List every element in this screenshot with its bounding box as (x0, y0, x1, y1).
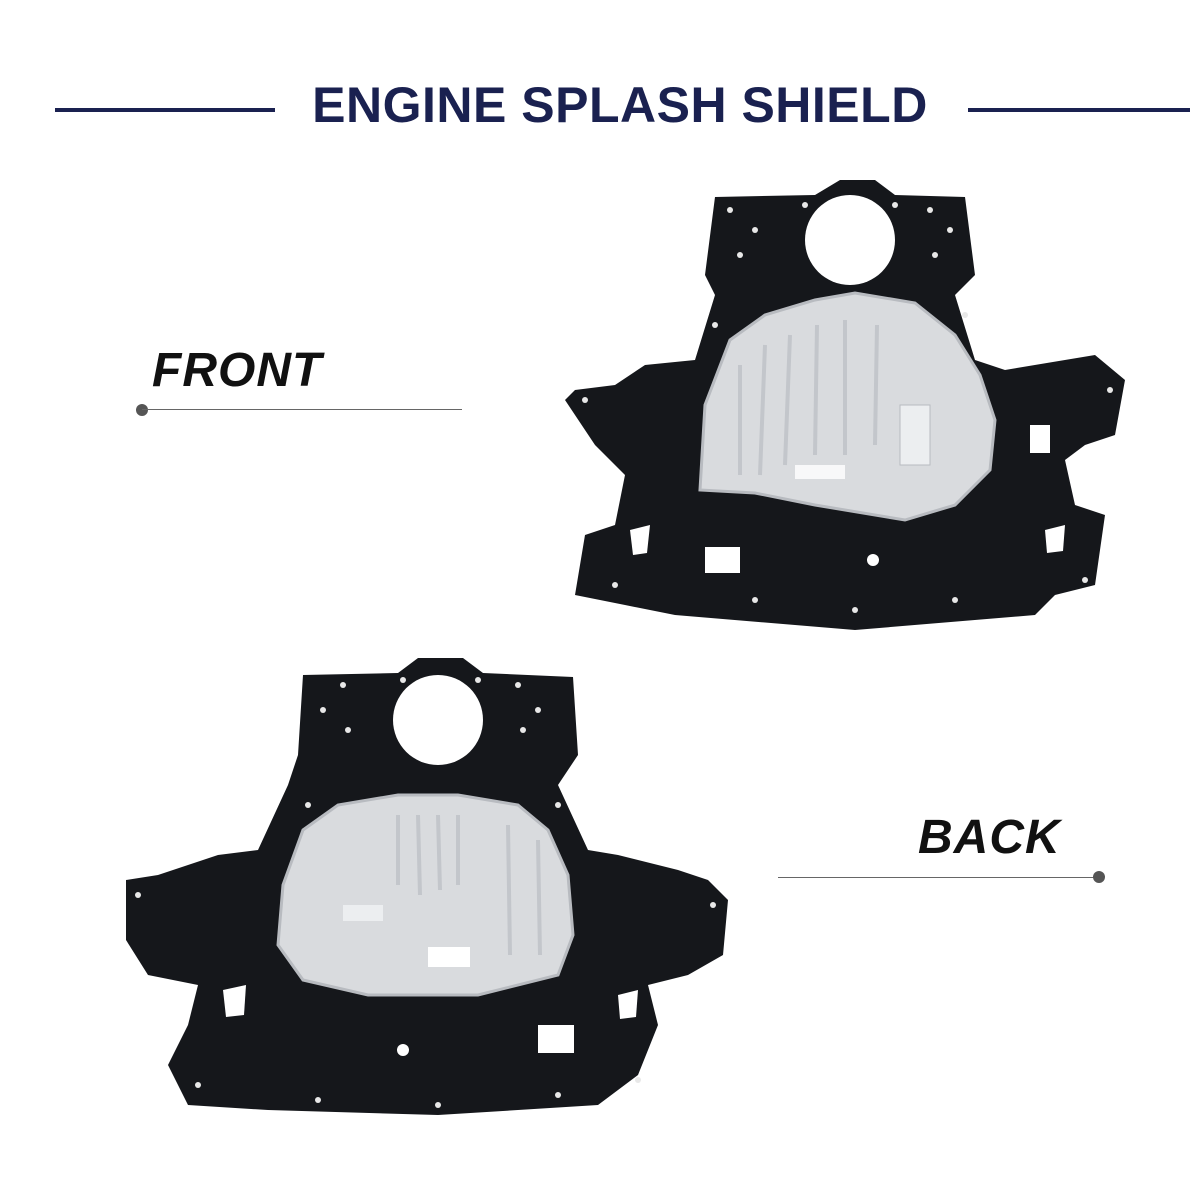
front-view-label: FRONT (152, 344, 323, 397)
page-title: ENGINE SPLASH SHIELD (312, 77, 928, 133)
front-label-rule (142, 409, 462, 410)
front-left-wing-cutout (630, 525, 650, 555)
back-aluminum-panel (276, 793, 575, 997)
front-top-opening (805, 195, 895, 285)
back-lower-hole (397, 1044, 409, 1056)
front-panel-ribs (738, 320, 879, 476)
front-lower-cutout-left (705, 547, 740, 573)
back-top-opening (393, 675, 483, 765)
back-mounting-holes (135, 677, 716, 1108)
back-panel-ribs (396, 814, 542, 956)
front-lower-hole (867, 554, 879, 566)
back-panel-slot-left (343, 905, 383, 921)
front-mounting-holes (582, 202, 1113, 613)
back-panel-slot-center (428, 947, 470, 967)
front-right-side-slot (1030, 425, 1050, 453)
engine-splash-shield-front-photo (565, 180, 1125, 630)
front-panel-bracket (899, 404, 931, 466)
front-right-wing-cutout (1045, 525, 1065, 553)
back-label-rule (778, 877, 1098, 878)
front-label-dot (136, 404, 148, 416)
back-lower-cutout-right (538, 1025, 574, 1053)
engine-splash-shield-back-photo (126, 658, 728, 1115)
back-right-wing-cutout (618, 990, 638, 1019)
header-rule-right (968, 108, 1190, 112)
back-label-dot (1093, 871, 1105, 883)
back-left-wing-cutout (223, 985, 246, 1017)
header-rule-left (55, 108, 275, 112)
front-panel-slot (795, 465, 845, 479)
back-view-label: BACK (918, 811, 1061, 864)
